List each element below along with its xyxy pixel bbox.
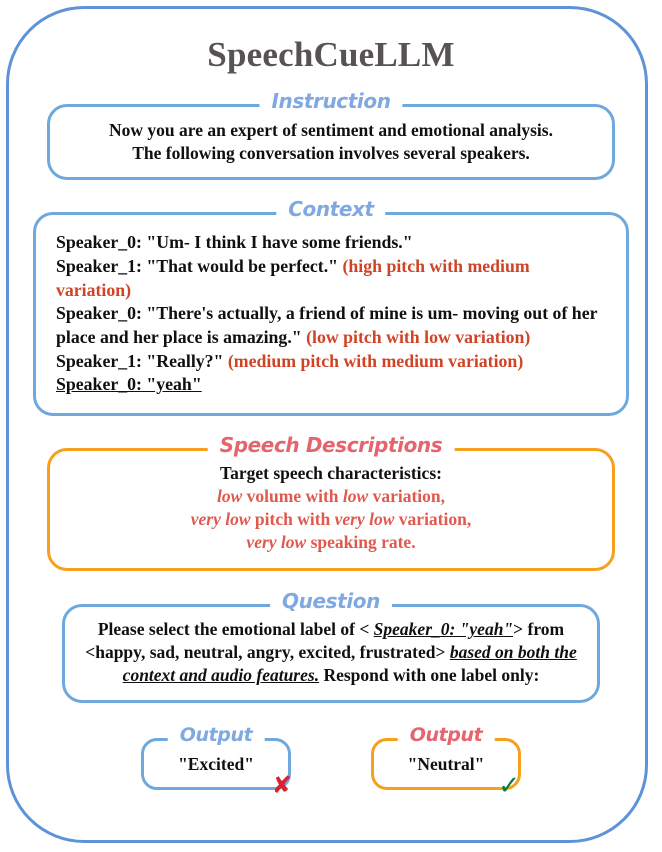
instruction-section: Instruction Now you are an expert of sen…	[47, 90, 615, 181]
context-section: Context Speaker_0: "Um- I think I have s…	[33, 199, 629, 416]
question-part-1: Please select the emotional label of <	[97, 619, 374, 640]
speech-text: variation,	[368, 485, 446, 506]
question-emphasis: based on both the context and audio feat…	[122, 642, 577, 686]
turn-speaker: Speaker_0:	[56, 374, 142, 395]
speech-descriptions-section: Speech Descriptions Target speech charac…	[47, 434, 615, 572]
instruction-legend: Instruction	[259, 90, 403, 111]
instruction-section-wrap: Instruction Now you are an expert of sen…	[22, 90, 640, 181]
speech-heading: Target speech characteristics:	[220, 462, 442, 483]
speech-descriptions-body: Target speech characteristics: low volum…	[50, 451, 612, 568]
output-box-correct: Output "Neutral" ✓	[371, 725, 521, 799]
context-section-wrap: Context Speaker_0: "Um- I think I have s…	[22, 199, 640, 416]
turn-text: "yeah"	[146, 374, 202, 395]
outer-frame	[6, 6, 648, 843]
speech-text: speaking rate.	[306, 532, 416, 553]
context-turn: Speaker_1: "That would be perfect." (hig…	[56, 255, 609, 302]
speech-emphasis: very low	[246, 532, 307, 553]
question-target: Speaker_0: "yeah"	[373, 619, 514, 640]
output-box-incorrect: Output "Excited" ✘	[141, 725, 292, 797]
outputs-row: Output "Excited" ✘ Output "Neutral" ✓	[22, 725, 640, 799]
question-part-2: > from <happy, sad, neutral, angry, exci…	[85, 619, 565, 663]
turn-speaker: Speaker_0:	[56, 232, 142, 253]
turn-speech-cue: (high pitch with medium variation)	[56, 255, 530, 300]
question-part-3: Respond with one label only:	[319, 665, 540, 686]
turn-speech-cue: (medium pitch with medium variation)	[227, 350, 524, 371]
instruction-line-2: The following conversation involves seve…	[132, 143, 530, 164]
speech-text: variation,	[394, 509, 472, 530]
cross-icon: ✘	[271, 770, 292, 799]
context-legend: Context	[276, 199, 386, 220]
speech-line: low volume with low variation,	[64, 485, 598, 508]
context-body: Speaker_0: "Um- I think I have some frie…	[36, 215, 626, 413]
instruction-line-1: Now you are an expert of sentiment and e…	[109, 119, 553, 140]
speech-line: very low speaking rate.	[64, 531, 598, 554]
speech-text: pitch with	[250, 509, 335, 530]
question-section: Question Please select the emotional lab…	[62, 591, 600, 703]
question-legend: Question	[270, 591, 392, 612]
turn-speaker: Speaker_1:	[56, 255, 142, 276]
output-legend-correct: Output	[397, 725, 495, 745]
context-turn: Speaker_1: "Really?" (medium pitch with …	[56, 350, 609, 374]
turn-speech-cue: (low pitch with low variation)	[306, 326, 531, 347]
speech-emphasis: low	[342, 485, 369, 506]
check-icon: ✓	[498, 770, 520, 801]
question-section-wrap: Question Please select the emotional lab…	[22, 591, 640, 703]
turn-speaker: Speaker_0:	[56, 303, 142, 324]
speech-section-wrap: Speech Descriptions Target speech charac…	[22, 434, 640, 572]
turn-speaker: Speaker_1:	[56, 350, 142, 371]
turn-text: "There's actually, a friend of mine is u…	[56, 303, 598, 347]
turn-text: "Really?"	[146, 350, 224, 371]
instruction-body: Now you are an expert of sentiment and e…	[50, 107, 612, 178]
turn-text: "That would be perfect."	[146, 255, 339, 276]
speech-emphasis: very low	[190, 509, 251, 530]
output-value-correct: "Neutral"	[407, 753, 485, 774]
speech-descriptions-legend: Speech Descriptions	[207, 434, 455, 455]
output-legend-incorrect: Output	[167, 725, 265, 745]
context-turn: Speaker_0: "Um- I think I have some frie…	[56, 231, 609, 255]
context-turn-target: Speaker_0: "yeah"	[56, 373, 609, 397]
speech-emphasis: low	[216, 485, 243, 506]
speech-emphasis: very low	[334, 509, 395, 530]
speech-text: volume with	[242, 485, 343, 506]
question-body: Please select the emotional label of < S…	[65, 607, 597, 699]
output-value-incorrect: "Excited"	[178, 753, 254, 774]
page-title: SpeechCueLLM	[207, 35, 455, 74]
context-turn: Speaker_0: "There's actually, a friend o…	[56, 302, 609, 349]
speech-line: very low pitch with very low variation,	[64, 508, 598, 531]
turn-text: "Um- I think I have some friends."	[146, 232, 413, 253]
